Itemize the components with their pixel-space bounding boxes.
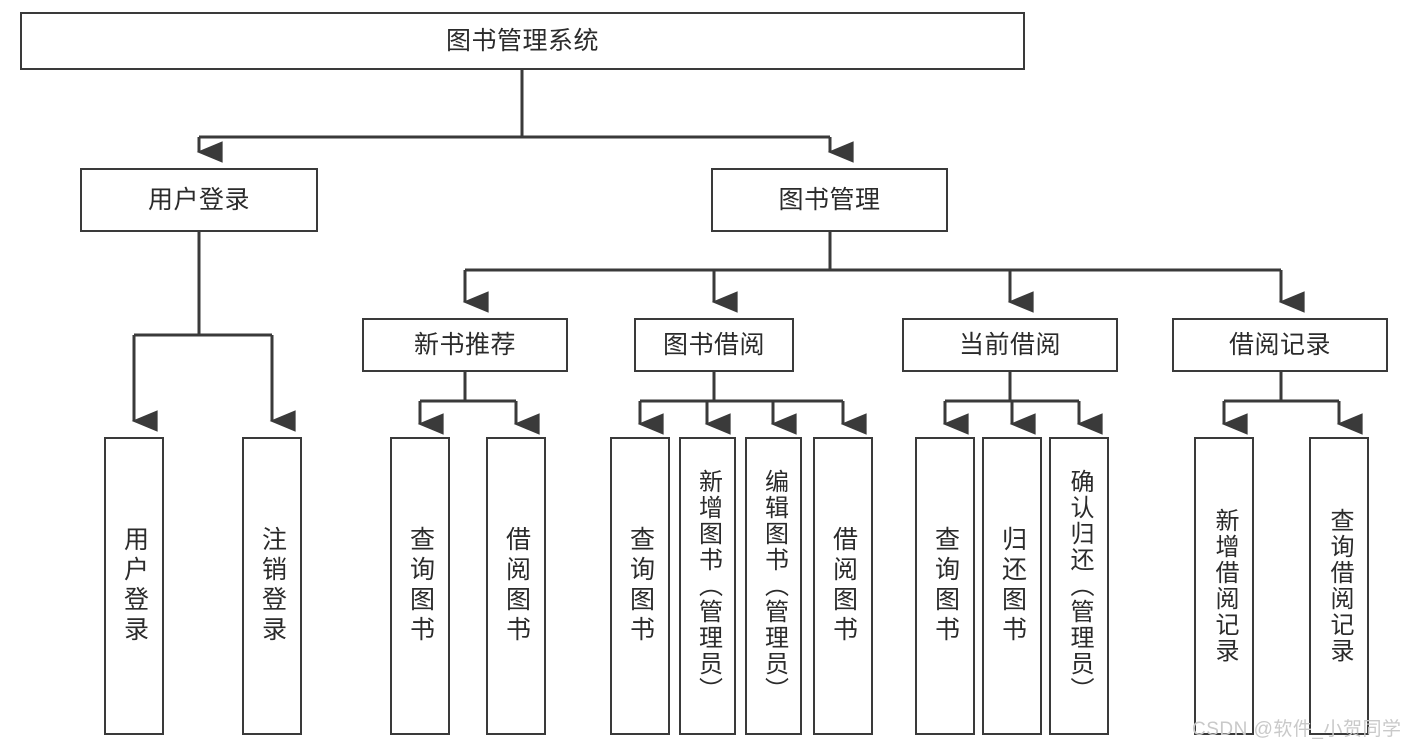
node-book-management[interactable]: 图书管理 bbox=[711, 168, 948, 232]
node-leaf-edit-book-admin-label: 编辑图书（管理员） bbox=[760, 469, 788, 703]
node-book-borrow[interactable]: 图书借阅 bbox=[634, 318, 794, 372]
node-borrow-record[interactable]: 借阅记录 bbox=[1172, 318, 1388, 372]
node-leaf-query-book-1[interactable]: 查询图书 bbox=[390, 437, 450, 735]
node-leaf-query-book-1-label: 查询图书 bbox=[406, 526, 435, 646]
node-borrow-record-label: 借阅记录 bbox=[1228, 331, 1331, 359]
node-current-borrow[interactable]: 当前借阅 bbox=[902, 318, 1118, 372]
node-leaf-add-book-admin-label: 新增图书（管理员） bbox=[694, 469, 722, 703]
node-leaf-user-login-label: 用户登录 bbox=[120, 526, 149, 646]
node-user-login-label: 用户登录 bbox=[147, 186, 250, 214]
node-leaf-borrow-book-2[interactable]: 借阅图书 bbox=[813, 437, 873, 735]
node-leaf-query-borrow-record[interactable]: 查询借阅记录 bbox=[1309, 437, 1369, 735]
node-new-book-recommend-label: 新书推荐 bbox=[413, 331, 516, 359]
node-leaf-query-book-2[interactable]: 查询图书 bbox=[610, 437, 670, 735]
node-book-management-label: 图书管理 bbox=[778, 186, 881, 214]
node-leaf-return-book[interactable]: 归还图书 bbox=[982, 437, 1042, 735]
node-current-borrow-label: 当前借阅 bbox=[958, 331, 1061, 359]
node-leaf-confirm-return-admin[interactable]: 确认归还（管理员） bbox=[1049, 437, 1109, 735]
node-user-login[interactable]: 用户登录 bbox=[80, 168, 318, 232]
node-leaf-query-book-3-label: 查询图书 bbox=[931, 526, 960, 646]
node-leaf-query-borrow-record-label: 查询借阅记录 bbox=[1326, 508, 1353, 664]
node-leaf-borrow-book-2-label: 借阅图书 bbox=[829, 526, 858, 646]
node-leaf-logout-login[interactable]: 注销登录 bbox=[242, 437, 302, 735]
node-leaf-borrow-book-1-label: 借阅图书 bbox=[502, 526, 531, 646]
node-leaf-add-book-admin[interactable]: 新增图书（管理员） bbox=[679, 437, 736, 735]
node-leaf-edit-book-admin[interactable]: 编辑图书（管理员） bbox=[745, 437, 802, 735]
node-leaf-query-book-2-label: 查询图书 bbox=[626, 526, 655, 646]
node-leaf-add-borrow-record-label: 新增借阅记录 bbox=[1211, 508, 1238, 664]
node-root[interactable]: 图书管理系统 bbox=[20, 12, 1025, 70]
node-leaf-return-book-label: 归还图书 bbox=[998, 526, 1027, 646]
node-leaf-query-book-3[interactable]: 查询图书 bbox=[915, 437, 975, 735]
node-leaf-confirm-return-admin-label: 确认归还（管理员） bbox=[1066, 469, 1093, 703]
node-root-label: 图书管理系统 bbox=[445, 27, 599, 55]
node-book-borrow-label: 图书借阅 bbox=[662, 331, 765, 359]
node-leaf-add-borrow-record[interactable]: 新增借阅记录 bbox=[1194, 437, 1254, 735]
node-leaf-logout-login-label: 注销登录 bbox=[258, 526, 287, 646]
node-leaf-user-login[interactable]: 用户登录 bbox=[104, 437, 164, 735]
node-leaf-borrow-book-1[interactable]: 借阅图书 bbox=[486, 437, 546, 735]
node-new-book-recommend[interactable]: 新书推荐 bbox=[362, 318, 568, 372]
